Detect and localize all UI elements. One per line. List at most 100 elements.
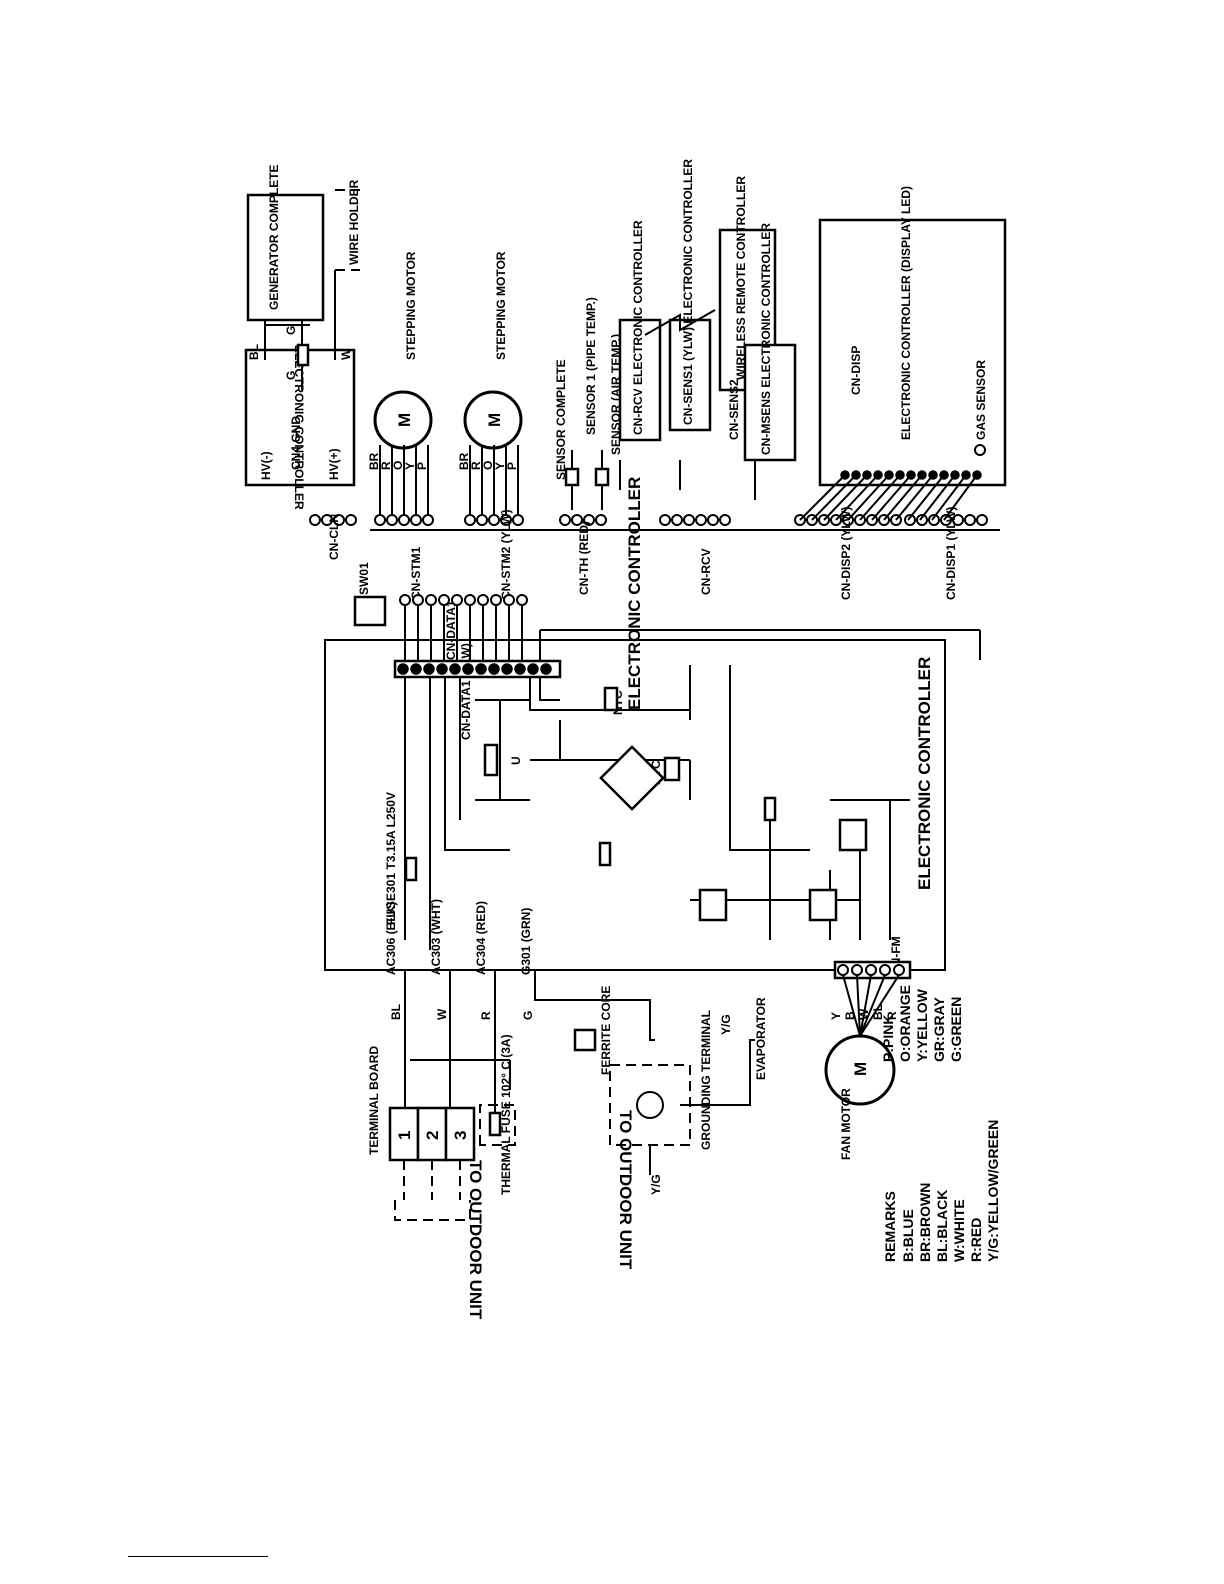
- remarks-item: W:WHITE: [951, 1199, 967, 1262]
- wire-bl-top: BL: [247, 344, 261, 360]
- cn-stm1-pin: [398, 514, 410, 526]
- stm1-wire-color: P: [415, 462, 429, 470]
- cn-stm1-pin: [374, 514, 386, 526]
- fan-wire: [859, 974, 872, 1037]
- outdoor-dashed-leads: [403, 1160, 461, 1200]
- ec-mid-traces: [539, 629, 981, 701]
- cn-disp1-pin: [916, 514, 928, 526]
- main-strip-pin: [449, 663, 461, 675]
- rotated-diagram: GENERATOR COMPLETE WIRE HOLDER HV(-) CN4…: [244, 159, 1007, 1320]
- stepping-motor-2-label: STEPPING MOTOR: [494, 251, 508, 360]
- cn-fm-connector: [833, 960, 912, 980]
- sensor-complete-label: SENSOR COMPLETE: [554, 359, 568, 480]
- g301-label: G301 (GRN): [519, 908, 533, 975]
- cn-rcv-controller-box: [618, 318, 662, 442]
- cn-disp1-pin: [976, 514, 988, 526]
- main-strip-pin: [410, 663, 422, 675]
- main-strip-pin: [423, 663, 435, 675]
- terminal-1-num: 1: [395, 1131, 414, 1140]
- stepping-motor-2-m: M: [485, 413, 504, 427]
- ntc-mid-resistor: [663, 756, 681, 782]
- cn-disp-wire: [859, 474, 901, 521]
- varistor: [483, 743, 499, 777]
- cn-sens1-controller-label: CN-SENS1 (YLW) ELECTRONIC CONTROLLER: [681, 159, 695, 425]
- ntc-top-resistor: [603, 686, 619, 712]
- evaporator-label: EVAPORATOR: [754, 997, 768, 1080]
- cn-rcv-pin: [695, 514, 707, 526]
- generator-controller-label: ELECTRONIC CONTROLLER: [292, 345, 306, 510]
- capacitor-g: [296, 343, 310, 367]
- thermal-fuse-label: THERMAL FUSE 102° C (3A): [499, 1034, 513, 1195]
- cn-rcv-pin: [659, 514, 671, 526]
- cn-disp1-pin: [928, 514, 940, 526]
- terminal-2-num: 2: [423, 1131, 442, 1140]
- wire-r: R: [479, 1011, 493, 1020]
- cn-cln-label: CN-CLN: [327, 514, 341, 560]
- main-strip-pin: [514, 663, 526, 675]
- led-pair: [808, 888, 838, 922]
- cn-disp1-label: CN-DISP1 (YLW): [944, 507, 958, 600]
- cn-disp-wire: [823, 474, 868, 521]
- grounding-terminal-label: GROUNDING TERMINAL: [699, 1010, 713, 1150]
- wire-bl: BL: [389, 1004, 403, 1020]
- wire-holder-dash: [335, 189, 360, 271]
- gas-sensor-icon: [974, 444, 986, 456]
- sw01-switch: [353, 595, 387, 627]
- generator-complete-label: GENERATOR COMPLETE: [267, 164, 281, 310]
- bridge-rectifier: [599, 745, 665, 811]
- remarks-item: R:RED: [968, 1218, 984, 1262]
- fan-wire-color: R: [885, 1011, 899, 1020]
- stm1-wire-color: O: [391, 461, 405, 470]
- cn-cln-pin: [333, 514, 345, 526]
- main-strip-pin: [397, 663, 409, 675]
- cn-stm2-pin: [476, 514, 488, 526]
- sensor-pipe-label: SENSOR 1 (PIPE TEMP.): [584, 297, 598, 435]
- stm1-wire-color: R: [379, 461, 393, 470]
- main-pcb-outline: [324, 639, 946, 971]
- outdoor-bracket: [394, 1200, 471, 1221]
- resistor-2: [763, 796, 777, 822]
- terminal-board-label: TERMINAL BOARD: [367, 1046, 381, 1155]
- cn-stm2-pin: [500, 514, 512, 526]
- cn-sens1-controller-box: [668, 318, 712, 432]
- cn-data1-pin: [412, 594, 424, 606]
- sw01-label: SW01: [357, 562, 371, 595]
- ferrite-core: [573, 1028, 597, 1052]
- cn-fm-pin: [865, 964, 877, 976]
- remarks-item: G:GREEN: [948, 997, 964, 1062]
- cn-disp1-pin: [952, 514, 964, 526]
- wire-w-top: W: [339, 348, 353, 360]
- cn-disp-wire: [835, 474, 879, 521]
- cn-disp-label: CN-DISP: [849, 346, 863, 395]
- wire-g: G: [521, 1011, 535, 1020]
- cn-disp-wire: [943, 474, 978, 521]
- hv-plus-label: HV(+): [327, 448, 341, 480]
- cn-rcv-pin: [671, 514, 683, 526]
- cn-disp-wire: [847, 474, 890, 521]
- cn-stm1-label: CN-STM1: [409, 546, 423, 600]
- remarks-item: BL:BLACK: [934, 1190, 950, 1262]
- cn-th-pin: [571, 514, 583, 526]
- wire-g-top2: G: [284, 326, 298, 335]
- cn-disp-wire: [931, 474, 967, 521]
- cn-data1-label: CN-DATA1: [444, 600, 458, 660]
- stepping-motor-1-m: M: [395, 413, 414, 427]
- cn-data1-pin: [451, 594, 463, 606]
- fuse-label: FUSE301 T3.15A L250V: [384, 792, 398, 925]
- cn-sens2-label: CN-SENS2: [727, 379, 741, 440]
- terminal-3-num: 3: [451, 1131, 470, 1140]
- fan-wire: [856, 974, 861, 1037]
- ferrite-label: FERRITE CORE: [599, 986, 613, 1075]
- main-connector-strip: [393, 659, 562, 679]
- cn-fm-pin: [879, 964, 891, 976]
- ac303-label: AC303 (WHT): [429, 899, 443, 975]
- ground-wires: [649, 1039, 755, 1175]
- fan-wire-color: B: [843, 1011, 857, 1020]
- cn-data1-pin: [464, 594, 476, 606]
- cn4-gnd-label: CN4 GND: [289, 416, 303, 470]
- wire-g-top1: G: [284, 371, 298, 380]
